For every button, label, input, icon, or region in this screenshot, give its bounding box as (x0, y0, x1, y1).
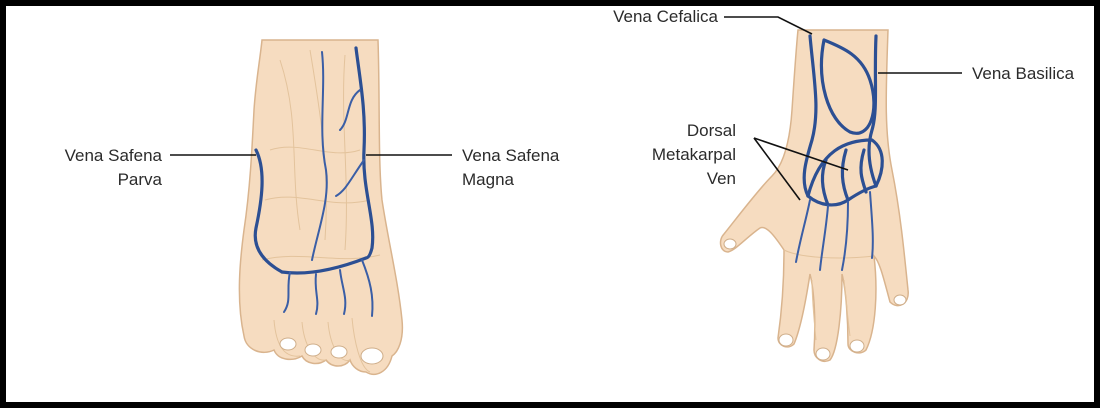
label-dorsal-metakarpal-line1: Dorsal (687, 121, 736, 140)
label-dorsal-metakarpal-line2: Metakarpal (652, 145, 736, 164)
label-vena-safena-magna-line1: Vena Safena (462, 146, 560, 165)
label-vena-safena-parva-line1: Vena Safena (65, 146, 163, 165)
label-vena-cefalica: Vena Cefalica (613, 7, 718, 26)
vein-anatomy-diagram: Vena Safena Parva Vena Safena Magna Vena… (6, 6, 1094, 402)
label-vena-safena-magna-line2: Magna (462, 170, 515, 189)
label-vena-safena-parva-line2: Parva (118, 170, 163, 189)
foot-skin (239, 40, 402, 374)
foot-illustration (239, 40, 402, 374)
hand-illustration (721, 30, 909, 361)
label-dorsal-metakarpal-line3: Ven (707, 169, 736, 188)
label-vena-basilica: Vena Basilica (972, 64, 1075, 83)
